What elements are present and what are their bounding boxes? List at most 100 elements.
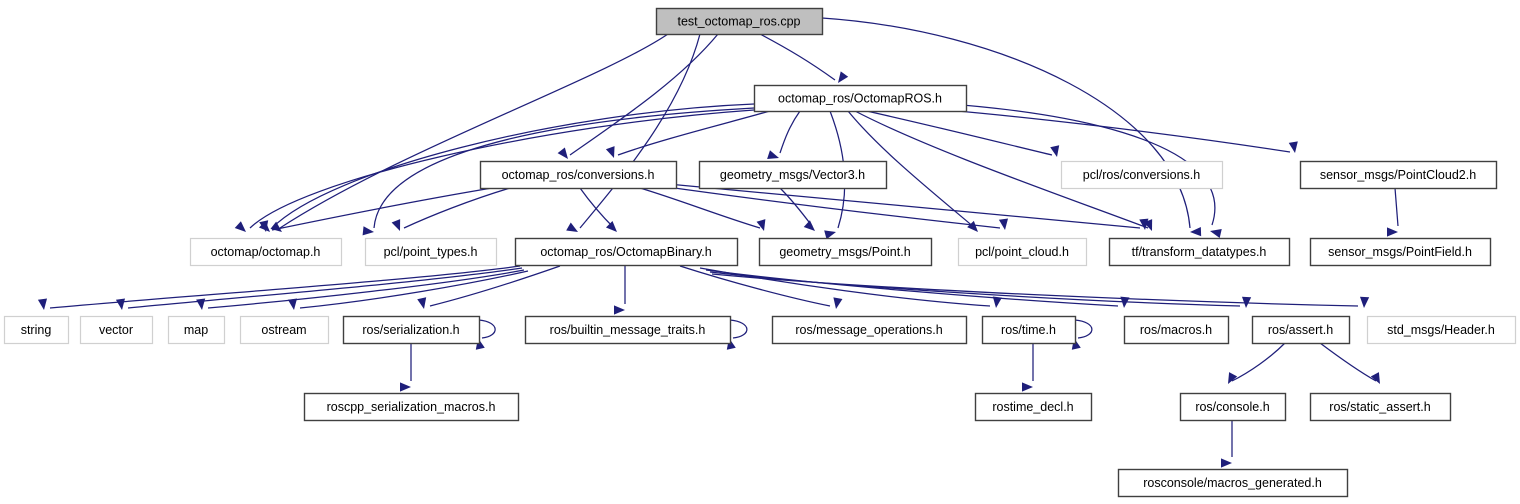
- include-edge: [759, 33, 849, 83]
- graph-node[interactable]: geometry_msgs/Point.h: [758, 237, 933, 267]
- include-edge: [270, 33, 669, 232]
- node-box: [981, 315, 1077, 345]
- arrow-head-icon: [1221, 458, 1232, 468]
- graph-node[interactable]: ros/serialization.h: [342, 315, 481, 345]
- graph-node: string: [3, 315, 70, 345]
- arrow-head-icon: [1050, 145, 1060, 157]
- node-box: [524, 315, 732, 345]
- graph-node[interactable]: ros/builtin_message_traits.h: [524, 315, 732, 345]
- include-edge: [861, 109, 1060, 157]
- include-edge: [417, 265, 561, 309]
- graph-node[interactable]: sensor_msgs/PointCloud2.h: [1299, 160, 1498, 190]
- include-edge: [709, 271, 1252, 308]
- graph-node: vector: [79, 315, 154, 345]
- graph-node[interactable]: ros/time.h: [981, 315, 1077, 345]
- include-edge: [1228, 342, 1286, 384]
- node-box: [189, 237, 343, 267]
- arrow-head-icon: [824, 230, 836, 240]
- node-label: roscpp_serialization_macros.h: [327, 400, 496, 414]
- node-label: octomap_ros/OctomapROS.h: [778, 91, 942, 105]
- graph-node[interactable]: ros/console.h: [1179, 392, 1287, 422]
- graph-node[interactable]: ros/static_assert.h: [1309, 392, 1452, 422]
- node-box: [514, 237, 739, 267]
- include-edge: [614, 266, 626, 315]
- arrow-head-icon: [362, 226, 374, 236]
- include-edge: [259, 187, 493, 232]
- graph-node: map: [167, 315, 226, 345]
- node-label: vector: [99, 323, 133, 337]
- graph-node[interactable]: sensor_msgs/PointField.h: [1309, 237, 1492, 267]
- graph-node[interactable]: ros/assert.h: [1251, 315, 1351, 345]
- arrow-head-icon: [37, 298, 48, 310]
- include-edge: [579, 187, 617, 232]
- node-label: string: [21, 323, 52, 337]
- node-box: [1251, 315, 1351, 345]
- arrow-head-icon: [838, 71, 849, 83]
- arrow-head-icon: [605, 220, 617, 232]
- include-edge: [679, 265, 843, 309]
- node-layer: test_octomap_ros.cpp octomap_ros/OctomapR…: [3, 7, 1517, 498]
- node-label: tf/transform_datatypes.h: [1132, 245, 1267, 259]
- arrow-head-icon: [566, 222, 578, 232]
- node-label: ostream: [261, 323, 306, 337]
- include-edge: [566, 33, 701, 232]
- node-label: pcl/ros/conversions.h: [1083, 168, 1200, 182]
- node-box: [342, 315, 481, 345]
- node-box: [974, 392, 1093, 422]
- graph-node[interactable]: tf/transform_datatypes.h: [1108, 237, 1291, 267]
- include-edge: [391, 187, 511, 231]
- arrow-head-icon: [767, 150, 779, 159]
- graph-node[interactable]: geometry_msgs/Vector3.h: [698, 160, 888, 190]
- include-edge: [847, 110, 978, 232]
- node-box: [1108, 237, 1291, 267]
- node-box: [1309, 392, 1452, 422]
- node-box: [1123, 315, 1230, 345]
- graph-node[interactable]: octomap_ros/conversions.h: [479, 160, 678, 190]
- arrow-head-icon: [756, 219, 766, 231]
- node-label: geometry_msgs/Point.h: [779, 245, 910, 259]
- include-edge: [196, 269, 525, 310]
- arrow-head-icon: [234, 221, 246, 232]
- include-edge: [667, 183, 1149, 230]
- arrow-head-icon: [1190, 227, 1202, 237]
- graph-node: pcl/point_cloud.h: [957, 237, 1088, 267]
- node-box: [364, 237, 498, 267]
- node-label: ros/macros.h: [1140, 323, 1212, 337]
- arrow-head-icon: [967, 220, 978, 232]
- node-label: ros/message_operations.h: [795, 323, 942, 337]
- graph-node[interactable]: rosconsole/macros_generated.h: [1117, 468, 1349, 498]
- node-label: octomap_ros/conversions.h: [502, 168, 655, 182]
- arrow-head-icon: [196, 298, 206, 310]
- arrow-head-icon: [1228, 372, 1238, 384]
- node-label: octomap/octomap.h: [211, 245, 321, 259]
- node-box: [771, 315, 968, 345]
- node-label: sensor_msgs/PointCloud2.h: [1320, 168, 1476, 182]
- include-edge: [234, 109, 755, 232]
- node-label: ros/serialization.h: [362, 323, 459, 337]
- arrow-head-icon: [803, 220, 815, 231]
- arrow-head-icon: [259, 220, 269, 232]
- include-edge: [287, 270, 529, 310]
- node-box: [753, 84, 968, 113]
- node-label: map: [184, 323, 208, 337]
- graph-node[interactable]: test_octomap_ros.cpp: [655, 7, 824, 36]
- arrow-head-icon: [1359, 296, 1370, 308]
- node-box: [79, 315, 154, 345]
- graph-node[interactable]: rostime_decl.h: [974, 392, 1093, 422]
- graph-node[interactable]: ros/macros.h: [1123, 315, 1230, 345]
- node-label: test_octomap_ros.cpp: [678, 14, 801, 28]
- arrow-head-icon: [1387, 227, 1398, 237]
- graph-node[interactable]: octomap_ros/OctomapROS.h: [753, 84, 968, 113]
- arrow-head-icon: [417, 297, 427, 309]
- graph-node: pcl/point_types.h: [364, 237, 498, 267]
- graph-node[interactable]: roscpp_serialization_macros.h: [303, 392, 520, 422]
- node-label: ros/builtin_message_traits.h: [550, 323, 706, 337]
- arrow-head-icon: [400, 382, 411, 392]
- arrow-head-icon: [287, 298, 298, 310]
- node-box: [1299, 160, 1498, 190]
- node-box: [1060, 160, 1224, 190]
- graph-node[interactable]: ros/message_operations.h: [771, 315, 968, 345]
- graph-node[interactable]: octomap_ros/OctomapBinary.h: [514, 237, 739, 267]
